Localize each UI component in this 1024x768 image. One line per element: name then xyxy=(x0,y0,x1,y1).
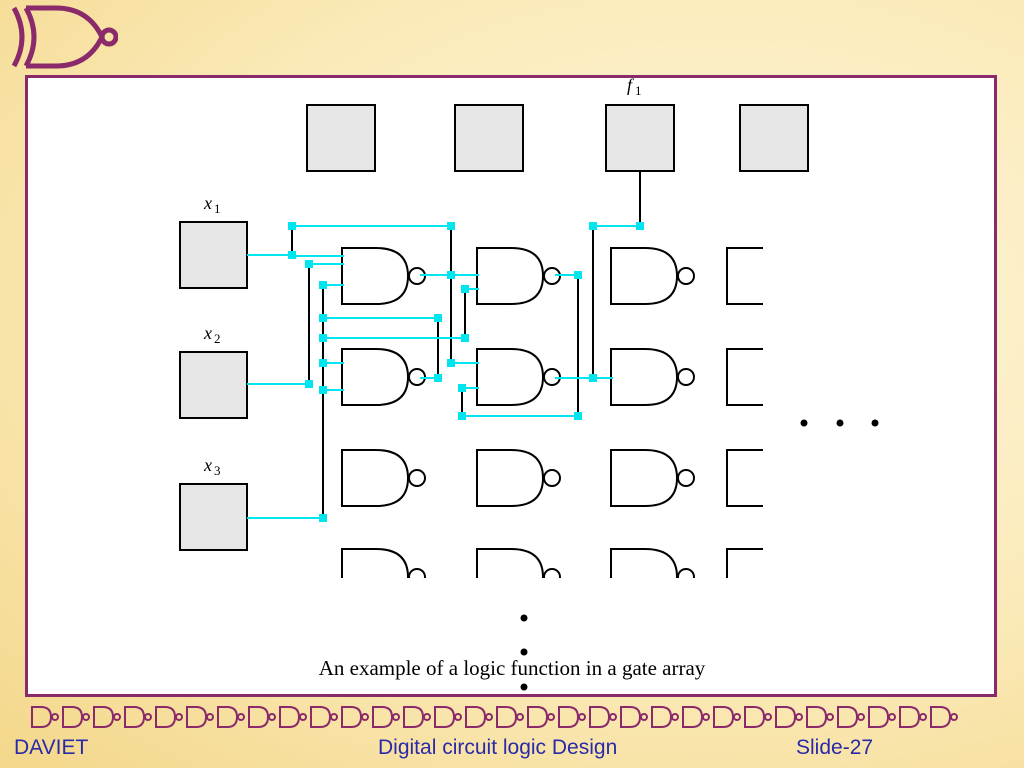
decorative-gate-strip-icon xyxy=(31,706,958,728)
footer-slide-number: Slide-27 xyxy=(796,736,874,759)
partial-gate-row xyxy=(341,548,763,578)
io-pad-top-2 xyxy=(454,104,524,172)
io-pad-output-f1 xyxy=(605,104,675,172)
nand-gate xyxy=(476,348,561,406)
continuation-dots xyxy=(520,419,879,691)
nand-gate xyxy=(476,449,561,507)
io-pad-input-x1 xyxy=(179,221,248,289)
diagram-caption: An example of a logic function in a gate… xyxy=(318,656,706,680)
footer-institution: DAVIET xyxy=(14,736,89,759)
nand-gate xyxy=(610,449,695,507)
io-pad-top-1 xyxy=(306,104,376,172)
io-pad-top-4 xyxy=(739,104,809,172)
nand-gate xyxy=(476,247,561,305)
partial-gate-column xyxy=(726,247,763,507)
vertical-wires xyxy=(291,171,641,518)
footer-course-title: Digital circuit logic Design xyxy=(378,736,618,759)
nand-gate xyxy=(610,348,695,406)
nor-gate-logo-icon xyxy=(11,5,118,69)
nand-gate xyxy=(341,449,426,507)
nand-gate xyxy=(610,247,695,305)
highlighted-wires xyxy=(247,225,640,519)
nand-gate xyxy=(341,348,426,406)
nand-gate xyxy=(341,247,426,305)
connection-nodes xyxy=(288,222,644,522)
io-pad-input-x3 xyxy=(179,483,248,551)
io-pad-input-x2 xyxy=(179,351,248,419)
